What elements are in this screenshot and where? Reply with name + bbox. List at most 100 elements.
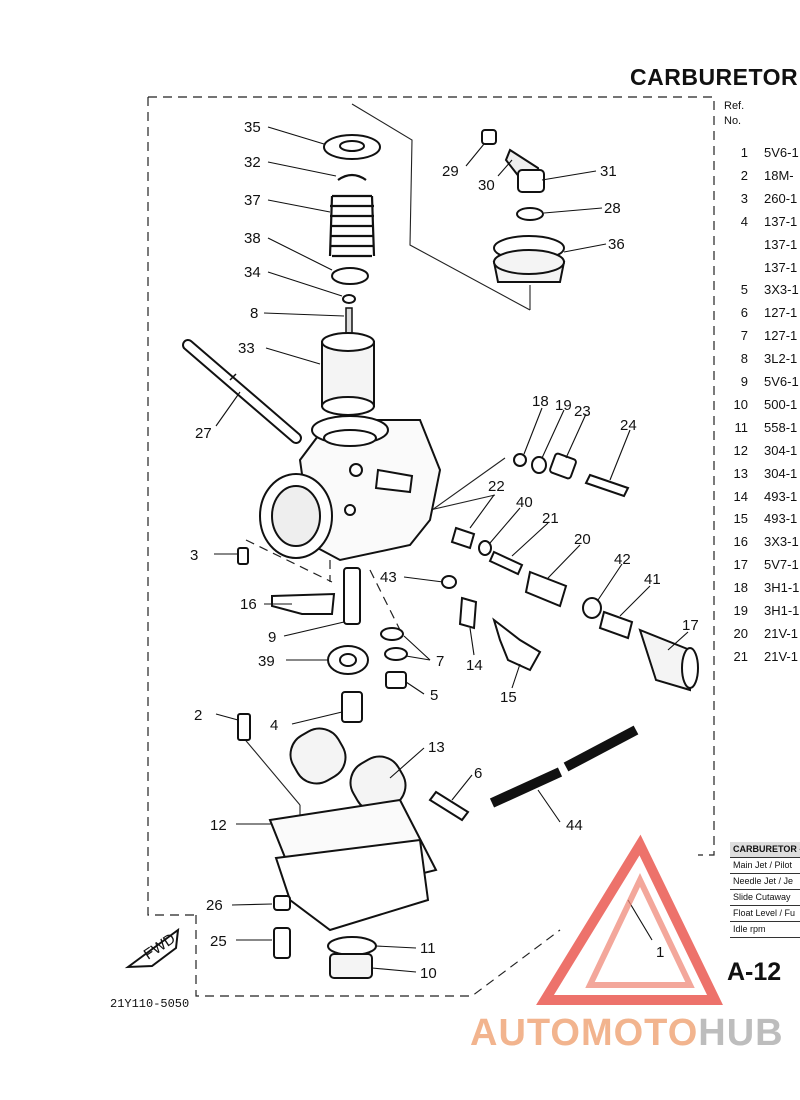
part-number: 5V7-1 (764, 557, 799, 573)
ref-number: 19 (733, 603, 748, 618)
spec-row: Idle rpm (730, 922, 800, 938)
part-32-clip (337, 173, 367, 181)
part-number: 3X3-1 (764, 282, 799, 298)
part-number: 3H1-1 (764, 580, 800, 596)
callout-22: 22 (488, 478, 505, 495)
callout-4: 4 (270, 717, 278, 734)
callout-19: 19 (555, 397, 572, 414)
callout-43: 43 (380, 569, 397, 586)
spec-row: Float Level / Fu (730, 906, 800, 922)
watermark-logo (536, 834, 723, 1005)
callout-41: 41 (644, 571, 661, 588)
callout-23: 23 (574, 403, 591, 420)
page-title: CARBURETOR (630, 64, 799, 90)
callout-8: 8 (250, 305, 258, 322)
callout-10: 10 (420, 965, 437, 982)
lower-parts (237, 547, 639, 979)
callout-3: 3 (190, 547, 198, 564)
callout-27: 27 (195, 425, 212, 442)
part-35-washer (323, 134, 381, 160)
callout-5: 5 (430, 687, 438, 704)
ref-number: 14 (733, 488, 748, 504)
callout-2: 2 (194, 707, 202, 724)
callout-32: 32 (244, 154, 261, 171)
spec-row: Needle Jet / Je (730, 874, 800, 890)
ref-number: 5 (740, 282, 748, 298)
ref-number: 18 (733, 580, 748, 596)
ref-number: 15 (733, 511, 748, 527)
fwd-arrow-icon: FWD (124, 927, 180, 969)
part-number: 3X3-1 (764, 534, 799, 550)
ref-number: 21 (733, 648, 748, 664)
callout-6: 6 (474, 765, 482, 782)
callout-40: 40 (516, 494, 533, 511)
callout-9: 9 (268, 629, 276, 646)
carburetor-body (259, 415, 442, 562)
part-number: 260-1 (764, 190, 798, 206)
ref-number: 20 (733, 625, 748, 641)
callout-26: 26 (206, 897, 223, 914)
watermark-text-auto: AUTOMOTO (470, 1012, 699, 1054)
dashed-frame (147, 96, 715, 997)
watermark-brand: AUTOMOTOHUB (470, 1012, 784, 1055)
ref-label: Ref. (724, 100, 745, 112)
right-jet-assembly (441, 452, 699, 692)
watermark-text-hub: HUB (698, 1012, 784, 1054)
callout-15: 15 (500, 689, 517, 706)
callout-33: 33 (238, 340, 255, 357)
part-29-cap (481, 129, 497, 145)
callout-13: 13 (428, 739, 445, 756)
callout-25: 25 (210, 933, 227, 950)
ref-number: 9 (740, 374, 748, 389)
callout-36: 36 (608, 236, 625, 253)
callout-31: 31 (600, 163, 617, 180)
part-number: 304-1 (764, 442, 798, 458)
part-number: 137-1 (764, 259, 798, 275)
part-number: 21V-1 (764, 648, 798, 664)
callout-34: 34 (244, 264, 261, 281)
part-28-washer (516, 207, 544, 221)
ref-number: 4 (740, 213, 748, 229)
part-number: 500-1 (764, 396, 798, 412)
callout-37: 37 (244, 192, 261, 209)
callout-21: 21 (542, 510, 559, 527)
diagram-code: 21Y110-5050 (110, 997, 190, 1011)
part-number: 5V6-1 (764, 145, 799, 160)
part-34-clip (342, 294, 356, 304)
part-number: 304-1 (764, 465, 798, 481)
callout-11: 11 (420, 940, 436, 957)
connection-lines (241, 103, 531, 835)
callout-20: 20 (574, 531, 591, 548)
part-number: 137-1 (764, 213, 798, 229)
callout-leaders (214, 126, 689, 973)
ref-number: 13 (733, 465, 748, 481)
part-number: 5V6-1 (764, 374, 799, 389)
ref-number: 6 (740, 305, 748, 321)
ref-number: 17 (733, 557, 748, 573)
part-number: 18M- (764, 167, 794, 183)
part-number: 21V-1 (764, 625, 798, 641)
part-37-spring (328, 194, 376, 258)
callout-39: 39 (258, 653, 275, 670)
callout-17: 17 (682, 617, 699, 634)
fwd-label: FWD (141, 930, 179, 963)
callout-14: 14 (466, 657, 483, 674)
part-36-cap (492, 235, 566, 283)
page-number: A-12 (727, 958, 782, 986)
ref-number: 1 (740, 145, 748, 160)
spec-row: Slide Cutaway (730, 890, 800, 906)
callout-12: 12 (210, 817, 227, 834)
callout-44: 44 (566, 817, 583, 834)
part-number: 493-1 (764, 488, 798, 504)
ref-number: 12 (733, 442, 748, 458)
callout-numbers: 35 32 37 38 34 8 33 27 29 30 31 28 36 18… (190, 119, 699, 982)
callout-29: 29 (442, 163, 459, 180)
callout-38: 38 (244, 230, 261, 247)
spec-header: CARBURETOR - I (730, 842, 800, 858)
ref-number: 2 (740, 167, 748, 183)
ref-number: 11 (734, 419, 749, 435)
callout-18: 18 (532, 393, 549, 410)
ref-no-header: Ref. No. (724, 99, 744, 129)
